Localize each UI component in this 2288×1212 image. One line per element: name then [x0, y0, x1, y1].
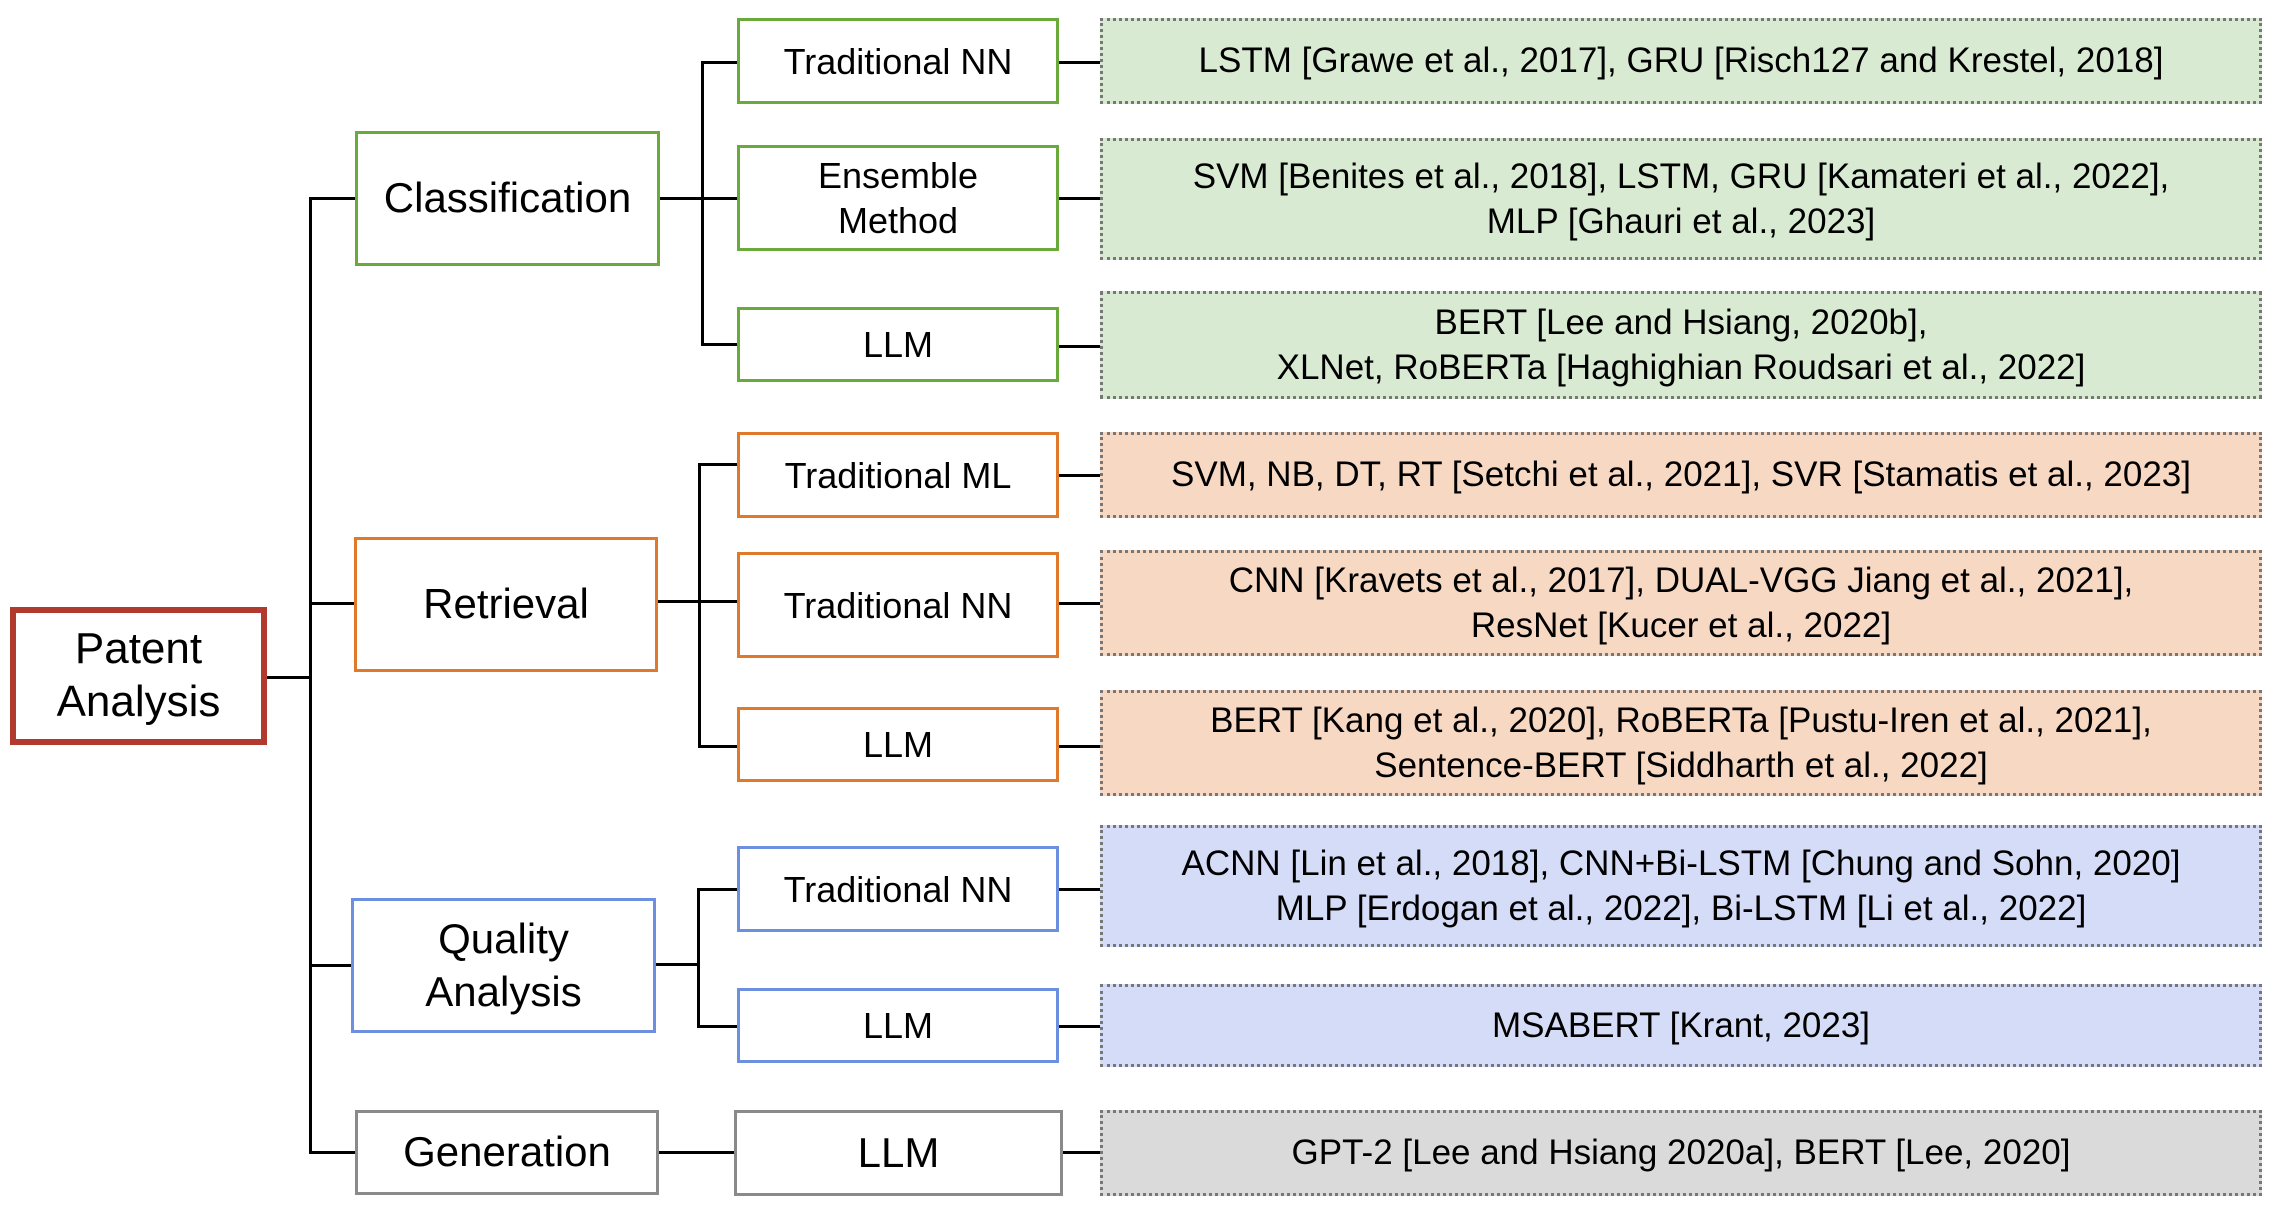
connector: [654, 963, 700, 966]
connector: [656, 600, 700, 603]
refs-retrieval-llm: BERT [Kang et al., 2020], RoBERTa [Pustu…: [1100, 690, 2262, 796]
category-retrieval: Retrieval: [354, 537, 658, 672]
connector: [1061, 1151, 1101, 1154]
connector: [659, 197, 703, 200]
method-traditional-ml: Traditional ML: [737, 432, 1059, 518]
method-llm: LLM: [737, 707, 1059, 782]
refs-generation-llm: GPT-2 [Lee and Hsiang 2020a], BERT [Lee,…: [1100, 1110, 2262, 1196]
connector: [262, 676, 310, 679]
connector: [1057, 474, 1101, 477]
connector: [701, 61, 704, 346]
refs-retrieval-traditional-ml: SVM, NB, DT, RT [Setchi et al., 2021], S…: [1100, 432, 2262, 518]
root-node: Patent Analysis: [10, 607, 267, 745]
connector: [656, 1151, 736, 1154]
method-traditional-nn: Traditional NN: [737, 846, 1059, 932]
category-quality-analysis: Quality Analysis: [351, 898, 656, 1033]
method-llm: LLM: [734, 1110, 1063, 1196]
method-traditional-nn: Traditional NN: [737, 552, 1059, 658]
refs-quality-traditional-nn: ACNN [Lin et al., 2018], CNN+Bi-LSTM [Ch…: [1100, 825, 2262, 947]
connector: [701, 197, 739, 200]
connector: [1057, 888, 1101, 891]
category-generation: Generation: [355, 1110, 659, 1195]
method-llm: LLM: [737, 988, 1059, 1063]
connector: [697, 888, 700, 1028]
refs-classification-ensemble: SVM [Benites et al., 2018], LSTM, GRU [K…: [1100, 138, 2262, 260]
connector: [309, 602, 356, 605]
connector: [698, 745, 739, 748]
connector: [698, 600, 739, 603]
connector: [309, 197, 312, 1153]
connector: [701, 61, 739, 64]
connector: [1057, 345, 1101, 348]
connector: [697, 888, 739, 891]
connector: [698, 463, 701, 748]
connector: [698, 463, 739, 466]
connector: [1057, 61, 1101, 64]
refs-classification-traditional-nn: LSTM [Grawe et al., 2017], GRU [Risch127…: [1100, 18, 2262, 104]
connector: [309, 197, 356, 200]
connector: [309, 1151, 356, 1154]
connector: [309, 964, 352, 967]
connector: [1057, 745, 1101, 748]
connector: [697, 1025, 739, 1028]
method-llm: LLM: [737, 307, 1059, 382]
connector: [1057, 1025, 1101, 1028]
category-classification: Classification: [355, 131, 660, 266]
refs-quality-llm: MSABERT [Krant, 2023]: [1100, 984, 2262, 1067]
method-ensemble: Ensemble Method: [737, 145, 1059, 251]
refs-classification-llm: BERT [Lee and Hsiang, 2020b], XLNet, RoB…: [1100, 291, 2262, 399]
connector: [701, 343, 739, 346]
connector: [1057, 602, 1101, 605]
refs-retrieval-traditional-nn: CNN [Kravets et al., 2017], DUAL-VGG Jia…: [1100, 550, 2262, 656]
method-traditional-nn: Traditional NN: [737, 18, 1059, 104]
connector: [1057, 197, 1101, 200]
